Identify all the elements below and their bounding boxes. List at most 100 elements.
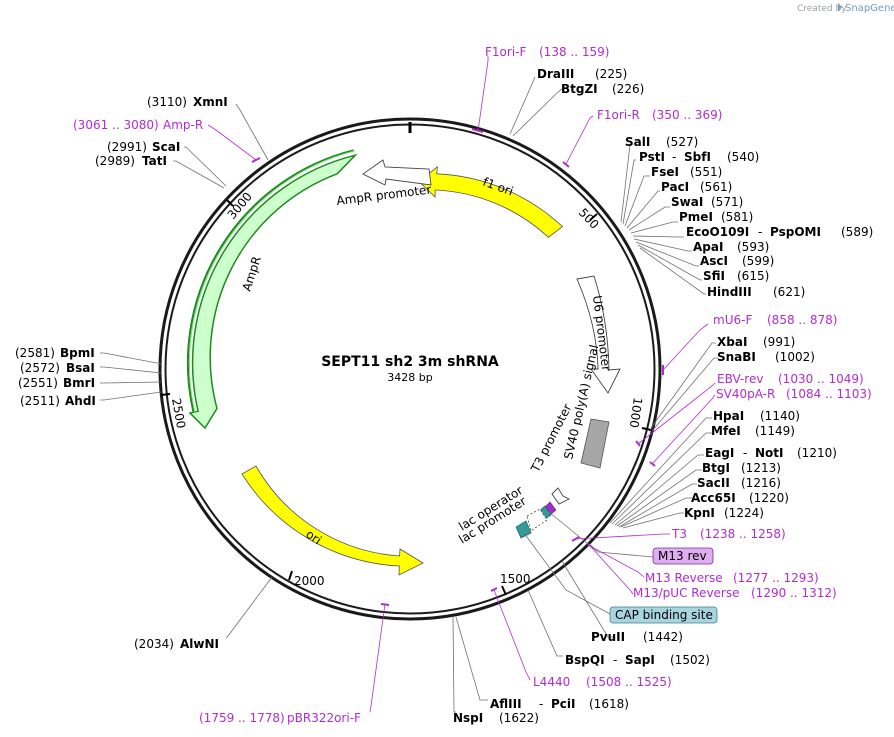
svg-text:mU6-F: mU6-F [713, 313, 752, 327]
svg-text:NspI: NspI [453, 711, 483, 725]
callout-cap-binding-site[interactable]: CAP binding site [609, 606, 718, 624]
plasmid-name: SEPT11 sh2 3m shRNA [321, 354, 499, 370]
feature-lac-operator-box-2[interactable] [515, 520, 532, 539]
svg-text:-: - [613, 653, 617, 667]
primer-m13-puc-reverse[interactable]: M13/pUC Reverse (1290 .. 1312) [633, 586, 837, 600]
svg-text:HpaI: HpaI [713, 409, 744, 423]
site-btgi[interactable]: BtgI (1213) [702, 461, 781, 475]
feature-u6-promoter-arrow[interactable] [576, 275, 621, 394]
primer-l4440[interactable]: L4440 (1508 .. 1525) [533, 675, 672, 689]
svg-text:(599): (599) [742, 254, 774, 268]
svg-text:(1030 .. 1049): (1030 .. 1049) [778, 372, 864, 386]
svg-text:(2572): (2572) [20, 361, 60, 375]
tick-label-500: 500 [576, 205, 602, 231]
svg-text:(551): (551) [690, 165, 722, 179]
feature-ampr-arrow[interactable] [188, 153, 358, 430]
site-eagi-noti[interactable]: EagI - NotI (1210) [705, 446, 837, 460]
feature-sv40-polya-box[interactable] [580, 418, 610, 469]
feature-lac-promoter-arrow[interactable] [526, 508, 548, 532]
svg-text:SwaI: SwaI [671, 195, 703, 209]
primer-m13-reverse[interactable]: M13 Reverse (1277 .. 1293) [645, 571, 819, 585]
site-bsai[interactable]: (2572) BsaI [20, 361, 95, 375]
site-apai[interactable]: ApaI (593) [693, 240, 769, 254]
site-pmei[interactable]: PmeI (581) [679, 210, 753, 224]
primer-ebv-rev[interactable]: EBV-rev (1030 .. 1049) [717, 372, 864, 386]
m13-rev-leader [548, 511, 654, 558]
site-xmni[interactable]: (3110) XmnI [147, 95, 228, 109]
site-kpni[interactable]: KpnI (1224) [684, 506, 764, 520]
svg-text:(1238 .. 1258): (1238 .. 1258) [700, 527, 786, 541]
primer-f1ori-f[interactable]: F1ori-F (138 .. 159) [485, 45, 609, 59]
site-hpai[interactable]: HpaI (1140) [713, 409, 800, 423]
feature-ampr-promoter-arrow[interactable] [362, 159, 432, 186]
feature-t3-promoter-arrow[interactable] [551, 487, 571, 505]
site-sacii[interactable]: SacII (1216) [697, 476, 781, 490]
primer-pbr322ori-f[interactable]: (1759 .. 1778) pBR322ori-F [199, 711, 361, 725]
svg-text:BtgZI: BtgZI [561, 82, 598, 96]
site-xbai[interactable]: XbaI (991) [717, 335, 795, 349]
site-snabi[interactable]: SnaBI (1002) [717, 350, 815, 364]
tick-label-1000: 1000 [627, 397, 645, 429]
feature-f1-ori-arrow[interactable] [418, 165, 564, 238]
svg-text:(2989): (2989) [95, 154, 135, 168]
svg-text:(561): (561) [700, 180, 732, 194]
svg-text:SV40pA-R: SV40pA-R [716, 387, 775, 401]
site-btgzi[interactable]: BtgZI (226) [561, 82, 644, 96]
site-tati[interactable]: (2989) TatI [95, 154, 167, 168]
site-bspqi-sapi[interactable]: BspQI - SapI (1502) [565, 653, 710, 667]
svg-text:PmeI: PmeI [679, 210, 713, 224]
svg-text:SapI: SapI [625, 653, 655, 667]
svg-text:(2991): (2991) [107, 140, 147, 154]
svg-text:XbaI: XbaI [717, 335, 747, 349]
site-acc65i[interactable]: Acc65I (1220) [691, 491, 789, 505]
site-afliii-pcii[interactable]: AflIII - PciI (1618) [490, 697, 629, 711]
svg-text:(589): (589) [841, 225, 873, 239]
svg-text:AflIII: AflIII [490, 697, 522, 711]
svg-text:Acc65I: Acc65I [691, 491, 736, 505]
primer-f1ori-r[interactable]: F1ori-R (350 .. 369) [597, 108, 722, 122]
site-ahdi[interactable]: (2511) AhdI [20, 394, 96, 408]
tick-1000: 1000 [627, 397, 652, 431]
site-alwni[interactable]: (2034) AlwNI [134, 637, 219, 651]
ampr-highlight-inner [188, 150, 356, 414]
svg-text:(527): (527) [666, 135, 698, 149]
svg-text:(2511): (2511) [20, 394, 60, 408]
svg-text:PciI: PciI [551, 697, 576, 711]
primer-mu6-f[interactable]: mU6-F (858 .. 878) [713, 313, 837, 327]
svg-text:pBR322ori-F: pBR322ori-F [287, 711, 361, 725]
svg-text:M13 Reverse: M13 Reverse [645, 571, 723, 585]
site-pvuii[interactable]: PvuII (1442) [591, 630, 683, 644]
site-scai[interactable]: (2991) ScaI [107, 140, 180, 154]
svg-text:ApaI: ApaI [693, 240, 723, 254]
site-sfii[interactable]: SfiI (615) [703, 269, 769, 283]
svg-text:SalI: SalI [625, 135, 650, 149]
site-fsei[interactable]: FseI (551) [651, 165, 722, 179]
svg-text:(225): (225) [595, 67, 627, 81]
site-paci[interactable]: PacI (561) [661, 180, 732, 194]
svg-text:(3061 .. 3080): (3061 .. 3080) [73, 118, 159, 132]
svg-text:(1002): (1002) [775, 350, 815, 364]
site-ecoo109i-pspomi[interactable]: EcoO109I - PspOMI (589) [686, 225, 873, 239]
site-mfei[interactable]: MfeI (1149) [711, 424, 795, 438]
site-nspi[interactable]: NspI (1622) [453, 711, 539, 725]
site-swai[interactable]: SwaI (571) [671, 195, 743, 209]
primer-sv40pa-r[interactable]: SV40pA-R (1084 .. 1103) [716, 387, 872, 401]
site-bmri[interactable]: (2551) BmrI [18, 376, 95, 390]
site-draiii[interactable]: DraIII (225) [537, 67, 627, 81]
svg-text:(858 .. 878): (858 .. 878) [767, 313, 837, 327]
primer-mark-l4440 [490, 587, 498, 592]
primer-amp-r[interactable]: (3061 .. 3080) Amp-R [73, 118, 203, 132]
primer-t3[interactable]: T3 (1238 .. 1258) [671, 527, 786, 541]
site-hindiii[interactable]: HindIII (621) [707, 285, 805, 299]
callout-m13-rev[interactable]: M13 rev [652, 547, 714, 565]
site-psti-sbfi[interactable]: PstI - SbfI (540) [639, 150, 759, 164]
svg-text:-: - [743, 446, 747, 460]
svg-text:FseI: FseI [651, 165, 679, 179]
site-asci[interactable]: AscI (599) [700, 254, 774, 268]
svg-text:F1ori-R: F1ori-R [597, 108, 640, 122]
svg-text:(2034): (2034) [134, 637, 174, 651]
site-sali[interactable]: SalI (527) [625, 135, 698, 149]
feature-ori-arrow[interactable] [241, 465, 424, 576]
site-bpmi[interactable]: (2581) BpmI [15, 346, 95, 360]
